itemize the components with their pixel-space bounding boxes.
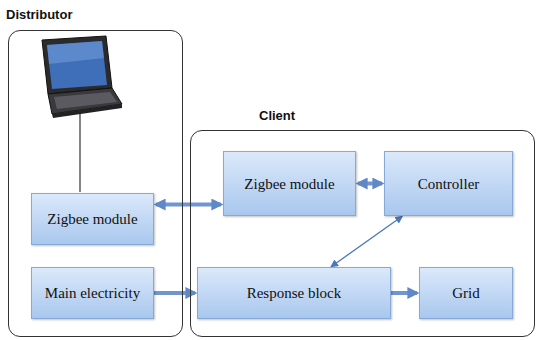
process-box: Zigbee module (223, 151, 356, 216)
process-box: Grid (419, 267, 513, 319)
group-heading: Distributor (6, 7, 72, 22)
group-heading: Client (259, 108, 295, 123)
process-box: Main electricity (31, 267, 154, 319)
connector-arrow (154, 291, 195, 295)
group-region: DistributorZigbee moduleMain electricity (8, 30, 183, 337)
group-region: ClientZigbee moduleControllerResponse bl… (190, 130, 535, 337)
connector-arrow (391, 291, 417, 295)
laptop-icon (42, 36, 122, 118)
box-label: Grid (452, 284, 480, 302)
box-label: Response block (247, 284, 342, 302)
laptop-wire (79, 112, 80, 192)
box-label: Zigbee module (47, 210, 137, 228)
connector-arrow (358, 182, 382, 186)
box-label: Main electricity (45, 284, 140, 302)
process-box: Zigbee module (31, 193, 154, 245)
process-box: Response block (197, 267, 391, 319)
box-label: Zigbee module (244, 175, 334, 193)
process-box: Controller (384, 151, 513, 216)
box-label: Controller (418, 175, 480, 193)
connector-arrow (156, 203, 221, 207)
connector-arrow (332, 217, 402, 267)
